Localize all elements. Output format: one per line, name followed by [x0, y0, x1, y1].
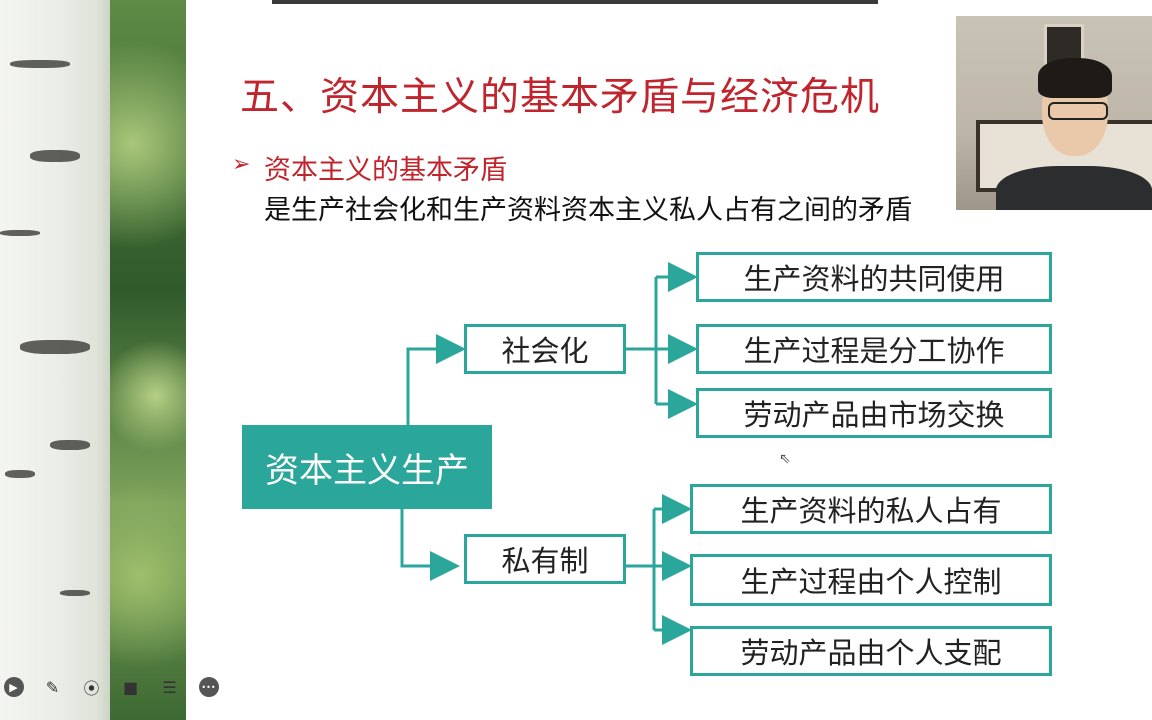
point-text: 是生产社会化和生产资料资本主义私人占有之间的矛盾 [264, 195, 912, 226]
presenter-glasses [1048, 102, 1108, 120]
node-top-item: 生产资料的共同使用 [696, 252, 1052, 302]
node-bottom-item: 劳动产品由个人支配 [690, 626, 1052, 676]
node-branch-top: 社会化 [464, 324, 626, 374]
mouse-cursor-icon: ⇖ [779, 451, 791, 467]
more-icon[interactable]: ••• [195, 675, 222, 699]
webcam-overlay [956, 16, 1152, 210]
pen-icon[interactable]: ✎ [45, 677, 60, 697]
birch-bark [0, 0, 120, 720]
top-bar [272, 0, 878, 4]
point-heading: 资本主义的基本矛盾 [264, 155, 507, 186]
chat-icon[interactable]: ☰ [162, 677, 177, 697]
background-photo [0, 0, 186, 720]
screenshot-icon[interactable]: ⦿ [83, 679, 100, 698]
slide-title: 五、资本主义的基本矛盾与经济危机 [240, 75, 881, 120]
presenter-hair [1038, 58, 1112, 98]
foliage [110, 0, 186, 720]
node-bottom-item: 生产过程由个人控制 [690, 554, 1052, 606]
bullet-arrow-icon: ➢ [232, 152, 251, 177]
node-root: 资本主义生产 [242, 425, 492, 509]
player-toolbar: ▶ ✎ ⦿ ■ ☰ ••• [0, 674, 222, 700]
node-branch-bottom: 私有制 [464, 534, 626, 584]
node-top-item: 生产过程是分工协作 [696, 324, 1052, 374]
camera-icon[interactable]: ■ [122, 677, 139, 697]
play-icon[interactable]: ▶ [0, 675, 27, 699]
presenter-body [996, 166, 1152, 210]
node-bottom-item: 生产资料的私人占有 [690, 484, 1052, 534]
node-top-item: 劳动产品由市场交换 [696, 388, 1052, 438]
